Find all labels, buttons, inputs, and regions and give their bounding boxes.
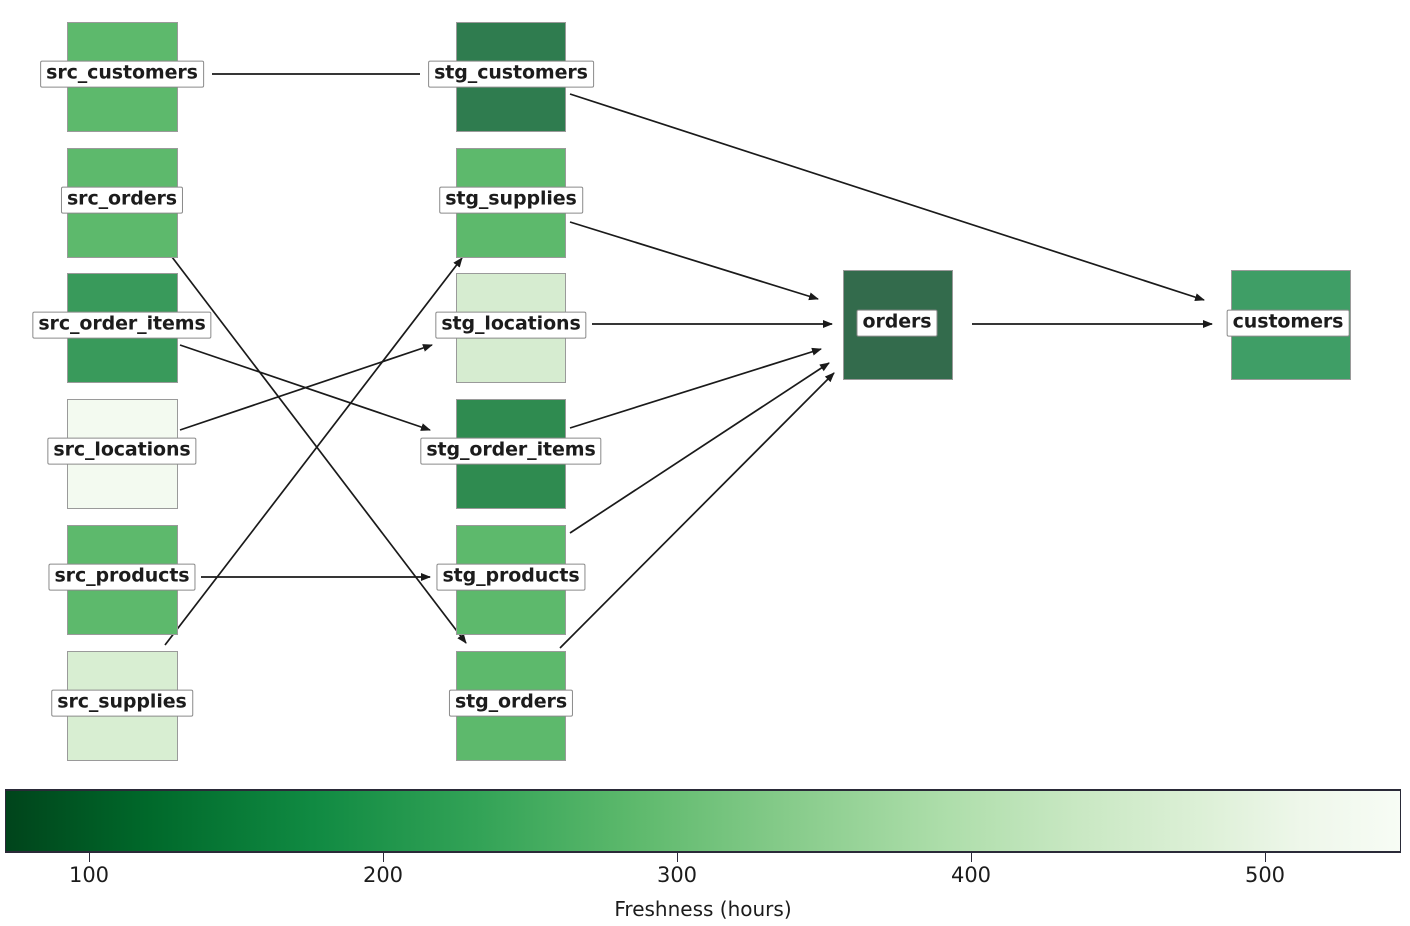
colorbar-tick-400	[971, 853, 972, 862]
colorbar-tick-100	[89, 853, 90, 862]
node-label-stg_locations: stg_locations	[435, 311, 587, 339]
colorbar-tick-label-200: 200	[362, 863, 404, 887]
node-label-src_locations: src_locations	[47, 437, 197, 465]
edge-stg_order_items-orders	[569, 347, 822, 429]
colorbar-tick-300	[677, 853, 678, 862]
colorbar-tick-label-500: 500	[1244, 863, 1286, 887]
colorbar-tick-label-400: 400	[950, 863, 992, 887]
colorbar-tick-label-300: 300	[656, 863, 698, 887]
node-label-src_order_items: src_order_items	[32, 311, 212, 339]
node-label-orders: orders	[856, 309, 938, 337]
colorbar-gradient	[5, 789, 1401, 853]
node-label-src_orders: src_orders	[60, 186, 184, 214]
edge-stg_orders-orders	[559, 372, 835, 649]
edge-stg_supplies-orders	[569, 221, 819, 301]
node-label-stg_orders: stg_orders	[448, 689, 574, 717]
edge-src_locations-stg_locations	[179, 344, 433, 431]
node-label-customers: customers	[1226, 309, 1350, 337]
colorbar-tick-label-100: 100	[68, 863, 110, 887]
colorbar-tick-500	[1265, 853, 1266, 862]
colorbar-tick-200	[383, 853, 384, 862]
node-label-src_customers: src_customers	[40, 60, 204, 88]
node-label-stg_customers: stg_customers	[428, 60, 594, 88]
node-label-stg_supplies: stg_supplies	[439, 186, 583, 214]
node-label-src_products: src_products	[48, 563, 196, 591]
colorbar-axis-label: Freshness (hours)	[614, 897, 792, 921]
colorbar: 100 200 300 400 500 Freshness (hours)	[5, 789, 1401, 921]
node-label-src_supplies: src_supplies	[51, 689, 193, 717]
edge-src_order_items-stg_order_items	[179, 344, 431, 431]
node-label-stg_products: stg_products	[436, 563, 586, 591]
edge-stg_products-orders	[569, 362, 830, 534]
node-label-stg_order_items: stg_order_items	[420, 437, 602, 465]
